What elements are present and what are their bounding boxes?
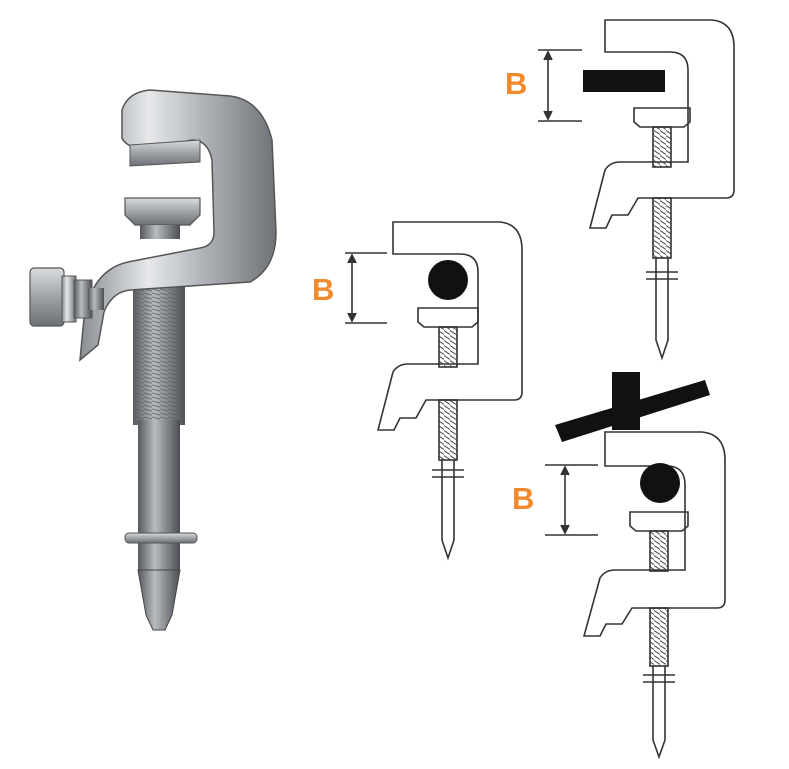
dimension-label-b: B [512,481,535,516]
round-rod [428,260,468,300]
frame-outline [376,221,523,431]
swivel-pad [124,197,201,226]
diagram-round-rod [345,221,523,561]
flat-bar [583,70,665,92]
round-rod [640,463,680,503]
frame-outline [582,431,726,637]
hex-nut [29,267,104,327]
dimension-label-b: B [505,66,528,101]
diagram-rod-crossbar [545,372,726,760]
lower-shaft [138,420,180,570]
cross-pin [124,532,198,544]
frame-outline [588,19,735,229]
dimension-label-b: B [312,272,335,307]
clamp-photo [29,89,277,631]
shaft-tip [137,569,181,631]
diagram-flat-bar [538,19,735,361]
